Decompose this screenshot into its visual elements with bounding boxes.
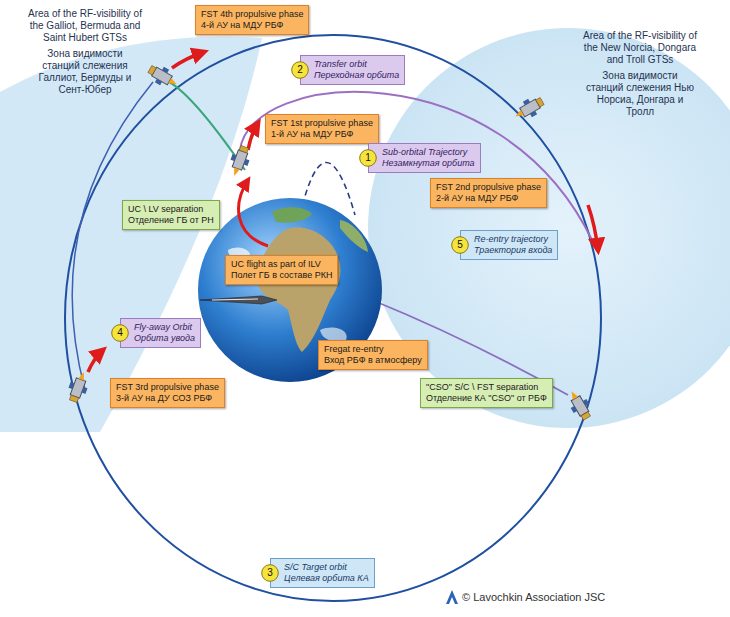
box-text: Целевая орбита КА <box>284 573 369 584</box>
spacecraft <box>65 369 93 404</box>
callout-number: 1 <box>359 149 377 167</box>
box-text: FST 3rd propulsive phase <box>116 382 219 393</box>
box-text: Полет ГБ в составе РКН <box>231 270 332 281</box>
box-text: 1-й АУ на МДУ РБФ <box>271 129 373 140</box>
copyright: © Lavochkin Association JSC <box>462 591 605 604</box>
callout-number: 5 <box>451 236 469 254</box>
box-text: 3-й АУ на ДУ СОЗ РБФ <box>116 393 219 404</box>
rocket-stripe <box>212 299 258 300</box>
callout-circle <box>360 149 377 166</box>
box-text: S/C Target orbit <box>284 562 369 573</box>
earth-land <box>272 207 312 222</box>
phase-box: FST 4th propulsive phase4-й АУ на МДУ РБ… <box>195 5 309 35</box>
box-text: UC flight as part of ILV <box>231 259 332 270</box>
transfer-orbit <box>240 92 592 240</box>
event-box: Fregat re-entryВход РБФ в атмосферу <box>318 340 428 370</box>
propulsive-arrow <box>239 180 268 246</box>
box-text: FST 4th propulsive phase <box>201 9 303 20</box>
box-text: FST 2nd propulsive phase <box>436 182 541 193</box>
target-orbit <box>65 35 601 601</box>
orbit-box: Re-entry trajectoryТраектория входа <box>460 230 558 260</box>
callout-circle <box>292 61 309 78</box>
orbit-box: S/C Target orbitЦелевая орбита КА <box>270 558 375 588</box>
box-text: Орбита увода <box>134 333 195 344</box>
callout-number: 3 <box>261 564 279 582</box>
box-text: Отделение ГБ от РН <box>128 215 214 226</box>
box-text: FST 1st propulsive phase <box>271 118 373 129</box>
spacecraft <box>145 61 181 92</box>
box-text: Fregat re-entry <box>324 344 422 355</box>
orbit-box: Fly-away OrbitОрбита увода <box>120 318 201 348</box>
zone-label: Area of the RF-visibility of the New Nor… <box>578 30 702 66</box>
phase-box: FST 3rd propulsive phase3-й АУ на ДУ СОЗ… <box>110 378 225 408</box>
propulsive-arrow <box>88 350 103 372</box>
box-text: UC \ LV separation <box>128 204 214 215</box>
orbit-box: Sub-orbital TrajectoryНезамкнутая орбита <box>368 143 481 173</box>
spacecraft <box>226 144 254 179</box>
box-text: Траектория входа <box>474 245 552 256</box>
box-text: Переходная орбита <box>314 70 399 81</box>
event-box: "CSO" S/C \ FST separationОтделение КА "… <box>420 378 553 408</box>
spacecraft <box>511 93 547 124</box>
box-text: "CSO" S/C \ FST separation <box>426 382 547 393</box>
callout-circle <box>262 564 279 581</box>
box-text: Вход РБФ в атмосферу <box>324 355 422 366</box>
box-text: Transfer orbit <box>314 59 399 70</box>
earth-land <box>340 220 368 252</box>
event-box: UC \ LV separationОтделение ГБ от РН <box>122 200 220 230</box>
zone-label: Area of the RF-visibility of the Galliot… <box>23 8 147 44</box>
box-text: 4-й АУ на МДУ РБФ <box>201 20 303 31</box>
box-text: 2-й АУ на МДУ РБФ <box>436 193 541 204</box>
orbit-box: Transfer orbitПереходная орбита <box>300 55 405 85</box>
propulsive-arrow <box>588 205 598 250</box>
box-text: Незамкнутая орбита <box>382 158 475 169</box>
company-logo <box>449 597 455 604</box>
rocket <box>200 296 277 304</box>
propulsive-arrow <box>248 123 258 150</box>
callout-number: 3 <box>261 564 279 582</box>
callout-number: 4 <box>111 324 129 342</box>
phase-box: FST 2nd propulsive phase2-й АУ на МДУ РБ… <box>430 178 547 208</box>
callout-circle <box>452 236 469 253</box>
callout-number: 1 <box>359 149 377 167</box>
callout-circle <box>112 324 129 341</box>
box-text: Sub-orbital Trajectory <box>382 147 475 158</box>
zone-label: Зона видимости станций слежения Нью Норс… <box>585 70 695 118</box>
company-logo <box>446 590 458 604</box>
event-box: UC flight as part of ILVПолет ГБ в соста… <box>225 255 338 285</box>
callout-number: 2 <box>291 61 309 79</box>
zone-label: Зона видимости станций слежения Галлиот,… <box>35 48 135 96</box>
callout-number: 5 <box>451 236 469 254</box>
callout-number: 4 <box>111 324 129 342</box>
box-text: Fly-away Orbit <box>134 322 195 333</box>
phase-box: FST 1st propulsive phase1-й АУ на МДУ РБ… <box>265 114 379 144</box>
spacecraft <box>564 387 595 423</box>
box-text: Re-entry trajectory <box>474 234 552 245</box>
callout-number: 2 <box>291 61 309 79</box>
propulsive-arrow <box>172 52 204 68</box>
box-text: Отделение КА "CSO" от РБФ <box>426 393 547 404</box>
